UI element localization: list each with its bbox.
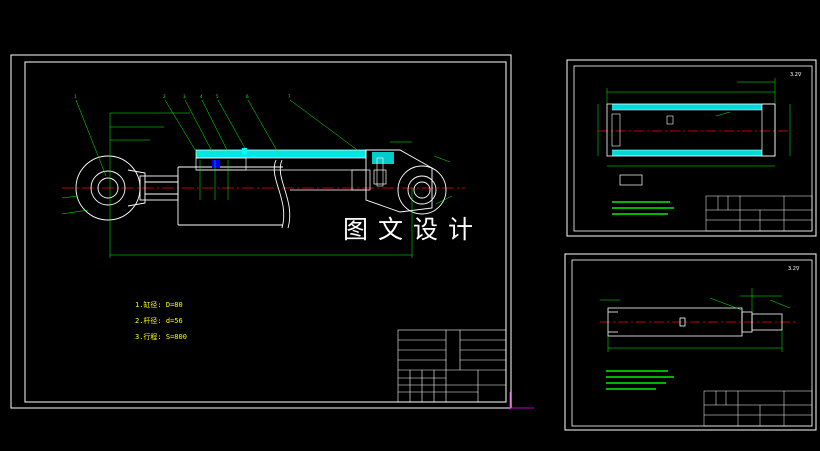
svg-text:5: 5: [216, 94, 219, 99]
assembly-sheet: 1 2 3 4 5 6 7: [10, 54, 534, 410]
spec-rod: 2.杆径: d=56: [135, 317, 183, 325]
piston-rod: [177, 159, 291, 229]
barrel-sheet: 3.2∇: [566, 59, 817, 237]
svg-text:3: 3: [183, 94, 186, 99]
watermark-text: 图文设计: [343, 215, 484, 244]
rod-tech-notes: [606, 370, 674, 390]
rod-sheet: 3.2∇: [564, 253, 817, 431]
rod-roughness-mark: 3.2∇: [788, 266, 800, 272]
svg-text:6: 6: [246, 94, 249, 99]
rod-body: [607, 307, 783, 337]
assembly-title-block: [397, 329, 507, 403]
barrel-body: [606, 103, 776, 186]
barrel-roughness-mark: 3.2∇: [790, 72, 802, 78]
svg-text:2: 2: [163, 94, 166, 99]
svg-text:7: 7: [288, 94, 291, 99]
cylinder-barrel: [195, 148, 433, 213]
rod-title-block: [703, 390, 813, 427]
svg-text:4: 4: [200, 94, 203, 99]
assembly-balloon-numbers: 1 2 3 4 5 6 7: [74, 94, 291, 99]
svg-text:1: 1: [74, 94, 77, 99]
spec-stroke: 3.行程: S=800: [135, 333, 187, 341]
rod-dimensions: [600, 288, 791, 352]
barrel-tech-notes: [612, 201, 674, 215]
barrel-title-block: [705, 195, 813, 232]
barrel-dimensions: [597, 78, 791, 167]
rod-end-eye: [75, 155, 179, 221]
cap-end-eye: [397, 165, 447, 215]
assembly-dimensions: [61, 99, 453, 258]
spec-bore: 1.缸径: D=80: [135, 301, 183, 309]
